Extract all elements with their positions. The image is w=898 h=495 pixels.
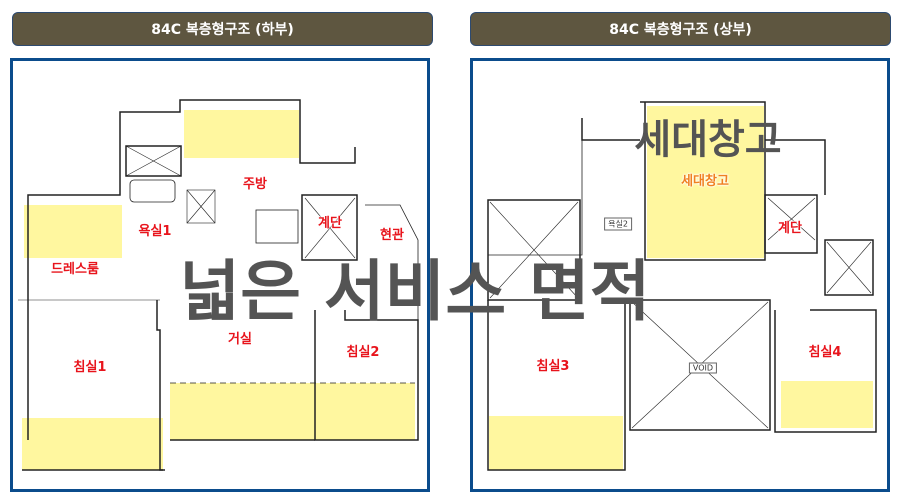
room-label-void: VOID bbox=[688, 362, 718, 374]
header-upper-text: 84C 복층형구조 (상부) bbox=[609, 22, 752, 38]
highlight-bed3-balcony bbox=[489, 416, 623, 470]
room-label-bath1: 욕실1 bbox=[138, 223, 172, 239]
header-lower-floor: 84C 복층형구조 (하부) bbox=[12, 12, 433, 46]
room-label-kitchen: 주방 bbox=[243, 176, 267, 192]
room-label-bed3: 침실3 bbox=[536, 358, 570, 374]
room-label-living: 거실 bbox=[228, 331, 252, 347]
header-upper-floor: 84C 복층형구조 (상부) bbox=[470, 12, 891, 46]
room-label-bath2: 욕실2 bbox=[604, 217, 632, 231]
highlight-living-balcony bbox=[170, 383, 415, 440]
room-label-dressroom: 드레스룸 bbox=[51, 261, 99, 277]
highlight-bed4-balcony bbox=[781, 381, 873, 428]
overlay-storage: 세대창고 bbox=[634, 117, 782, 163]
room-label-bed1: 침실1 bbox=[73, 359, 107, 375]
overlay-service-area: 넓은 서비스 면적 bbox=[179, 253, 651, 330]
room-label-stairs-upper: 계단 bbox=[778, 220, 802, 236]
highlight-kitchen bbox=[184, 110, 299, 158]
room-label-bed4: 침실4 bbox=[808, 344, 842, 360]
room-label-entrance: 현관 bbox=[380, 227, 404, 243]
room-label-bed2: 침실2 bbox=[346, 344, 380, 360]
room-label-stairs-lower: 계단 bbox=[318, 215, 342, 231]
highlight-bed1-balcony bbox=[22, 418, 163, 470]
highlight-dressroom bbox=[24, 205, 122, 258]
header-lower-text: 84C 복층형구조 (하부) bbox=[151, 22, 294, 38]
room-label-storage: 세대창고 bbox=[681, 173, 729, 189]
highlight-storage bbox=[647, 106, 764, 258]
